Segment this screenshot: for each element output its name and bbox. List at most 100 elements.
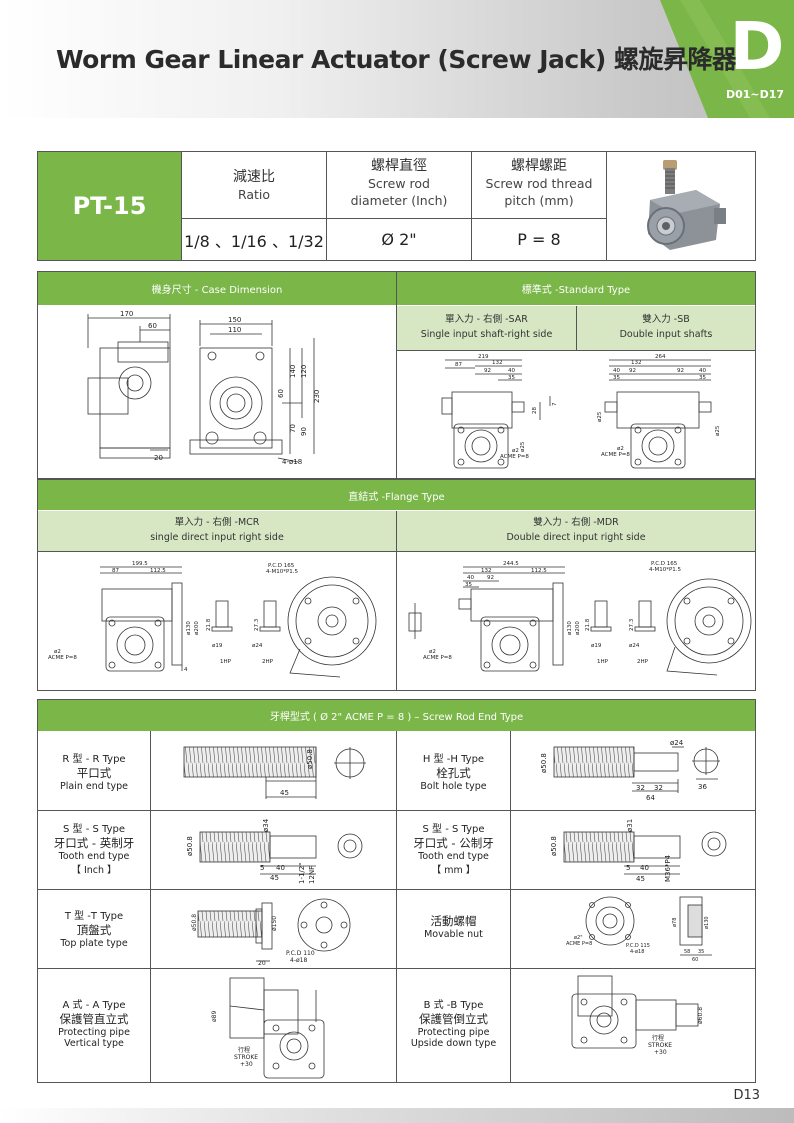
svg-text:ACME P=8: ACME P=8	[566, 941, 592, 947]
svg-text:ACME P=8: ACME P=8	[48, 655, 77, 661]
svg-text:32: 32	[636, 784, 645, 792]
svg-text:27.3: 27.3	[629, 618, 635, 631]
ratio-header: 減速比 Ratio	[181, 152, 326, 218]
svg-text:ø50.8: ø50.8	[191, 914, 198, 931]
svg-text:60: 60	[277, 389, 285, 398]
svg-text:ø130: ø130	[186, 621, 192, 635]
svg-text:ø130: ø130	[704, 916, 710, 929]
svg-text:35: 35	[698, 949, 704, 955]
svg-text:230: 230	[313, 390, 321, 403]
r-type-label: R 型 - R Type 平口式 Plain end type	[38, 750, 150, 792]
svg-text:58: 58	[684, 949, 690, 955]
movable-nut-cn: 活動螺帽	[430, 914, 477, 928]
page-title: Worm Gear Linear Actuator (Screw Jack) 螺…	[56, 45, 737, 74]
svg-text:ø24: ø24	[670, 739, 684, 747]
svg-text:36: 36	[698, 783, 707, 791]
case-dimension-title: 機身尺寸 - Case Dimension	[38, 272, 396, 305]
svg-text:150: 150	[228, 316, 241, 324]
ratio-cn: 減速比	[233, 169, 275, 185]
s-mm-unit: 【 mm 】	[431, 865, 476, 876]
svg-text:行程: 行程	[652, 1034, 664, 1042]
r-type-cn: 平口式	[76, 766, 112, 780]
svg-text:28: 28	[532, 407, 538, 414]
model-name: PT-15	[38, 152, 181, 260]
a-type-desc2: Vertical type	[64, 1038, 124, 1049]
diameter-header: 螺桿直徑 Screw rod diameter (Inch)	[326, 152, 471, 218]
r-type-en: R 型 - R Type	[62, 754, 126, 765]
svg-text:1HP: 1HP	[597, 659, 609, 665]
r-type-drawing: ø50.8 45	[183, 746, 366, 799]
section-range: D01~D17	[725, 88, 785, 101]
s-mm-desc: Tooth end type	[418, 851, 489, 862]
svg-text:ø50.8: ø50.8	[186, 836, 194, 856]
svg-text:32: 32	[654, 784, 663, 792]
ratio-value: 1/8 、1/16 、1/32	[181, 218, 326, 260]
ratio-en: Ratio	[237, 187, 271, 202]
svg-text:ø2: ø2	[54, 649, 61, 655]
svg-text:21.8: 21.8	[206, 618, 212, 631]
sar-en: Single input shaft-right side	[420, 329, 553, 340]
svg-text:M36*P4: M36*P4	[664, 854, 672, 882]
svg-text:4-M10*P1.5: 4-M10*P1.5	[649, 567, 682, 573]
svg-text:ø50.8: ø50.8	[306, 749, 314, 769]
pitch-header: 螺桿螺距 Screw rod thread pitch (mm)	[471, 152, 606, 218]
svg-text:64: 64	[646, 794, 655, 802]
svg-text:ø31: ø31	[626, 819, 634, 832]
svg-text:92: 92	[484, 368, 491, 374]
svg-text:1HP: 1HP	[220, 659, 232, 665]
svg-text:92: 92	[677, 368, 684, 374]
svg-text:12NF: 12NF	[308, 866, 316, 884]
svg-text:35: 35	[613, 375, 620, 381]
svg-text:ø19: ø19	[212, 643, 223, 649]
svg-text:ø2: ø2	[512, 448, 519, 454]
t-type-label: T 型 -T Type 頂盤式 Top plate type	[38, 907, 150, 949]
svg-text:ACME P=8: ACME P=8	[500, 454, 529, 460]
a-type-desc1: Protecting pipe	[58, 1027, 130, 1038]
svg-text:40: 40	[640, 864, 649, 872]
svg-text:35: 35	[465, 582, 472, 588]
svg-text:ø25: ø25	[715, 425, 721, 436]
movable-nut-label: 活動螺帽 Movable nut	[397, 913, 510, 940]
svg-text:4-ø18: 4-ø18	[290, 957, 307, 964]
a-type-en: A 式 - A Type	[62, 1000, 126, 1011]
svg-text:132: 132	[481, 568, 492, 574]
svg-text:ø24: ø24	[252, 643, 263, 649]
svg-text:40: 40	[699, 368, 706, 374]
diameter-en1: Screw rod	[367, 176, 430, 191]
mdr-cn: 雙入力 - 右側 -MDR	[533, 517, 619, 528]
svg-text:P.C.D 110: P.C.D 110	[286, 950, 315, 957]
b-type-desc2: Upside down type	[410, 1038, 497, 1049]
svg-text:ø50.8: ø50.8	[540, 753, 548, 773]
pitch-en1: Screw rod thread	[485, 176, 593, 191]
flange-type-title: 直結式 -Flange Type	[38, 480, 755, 510]
svg-text:5: 5	[626, 864, 630, 872]
svg-text:90: 90	[300, 427, 308, 436]
svg-text:219: 219	[478, 354, 489, 360]
svg-text:ACME P=8: ACME P=8	[423, 655, 452, 661]
svg-text:4-ø18: 4-ø18	[282, 458, 302, 466]
svg-text:110: 110	[228, 326, 241, 334]
mcr-cn: 單入力 - 右側 -MCR	[174, 517, 260, 528]
diameter-cn: 螺桿直徑	[371, 158, 427, 174]
svg-text:ø89: ø89	[211, 1011, 218, 1022]
svg-text:87: 87	[112, 568, 119, 574]
mdr-label: 雙入力 - 右側 -MDR Double direct input right …	[397, 511, 755, 551]
movable-nut-en: Movable nut	[424, 929, 483, 940]
svg-text:60: 60	[148, 322, 157, 330]
svg-text:132: 132	[631, 360, 642, 366]
s-inch-en: S 型 - S Type	[63, 824, 125, 835]
svg-text:ø34: ø34	[262, 818, 270, 832]
s-mm-type-label: S 型 - S Type 牙口式 - 公制牙 Tooth end type 【 …	[397, 820, 510, 876]
a-type-label: A 式 - A Type 保護管直立式 Protecting pipe Vert…	[38, 996, 150, 1049]
h-type-desc: Bolt hole type	[420, 781, 487, 792]
svg-text:P.C.D 165: P.C.D 165	[268, 563, 295, 569]
svg-text:ø130: ø130	[567, 621, 573, 635]
